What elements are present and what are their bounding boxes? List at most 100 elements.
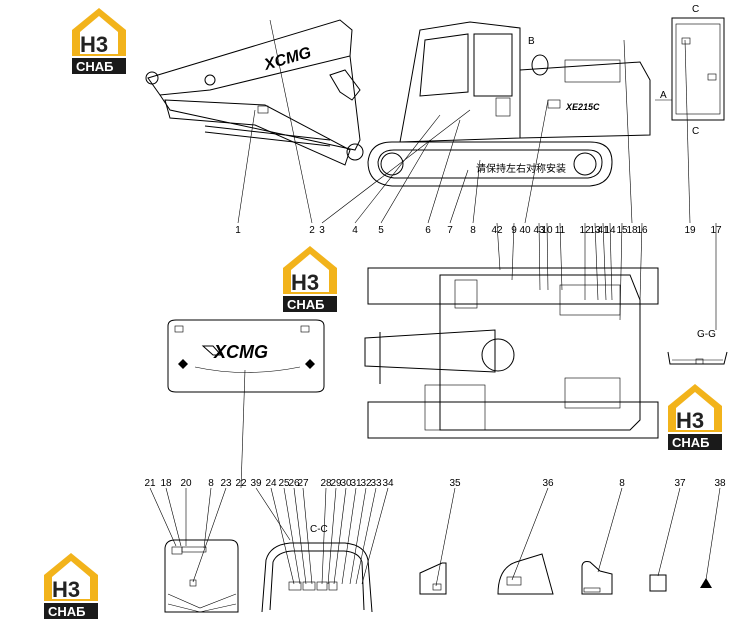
leader-line bbox=[355, 487, 377, 585]
leader-line bbox=[321, 109, 471, 224]
callout-label: 28 bbox=[320, 478, 332, 489]
callout-label: 31 bbox=[350, 478, 362, 489]
excavator-side-view: XCMG XE215C B 请保持左右对称安装 bbox=[145, 19, 651, 187]
gg-section: G-G bbox=[667, 329, 728, 365]
leader-line bbox=[149, 487, 177, 547]
callout-label: 19 bbox=[684, 225, 696, 236]
cc-section: C-C bbox=[261, 524, 373, 613]
svg-text:H3: H3 bbox=[291, 270, 319, 295]
svg-text:CHAБ: CHAБ bbox=[76, 59, 114, 74]
leader-line bbox=[240, 369, 246, 489]
svg-text:A: A bbox=[660, 90, 667, 101]
leader-line bbox=[472, 159, 481, 224]
callout-label: 37 bbox=[674, 478, 686, 489]
callout-label: 7 bbox=[447, 225, 453, 236]
leader-line bbox=[435, 487, 456, 587]
leader-line bbox=[327, 487, 337, 585]
callout-label: 23 bbox=[220, 478, 232, 489]
watermark-logo-center: H3 CHAБ bbox=[283, 246, 337, 312]
svg-text:XCMG: XCMG bbox=[213, 342, 268, 362]
watermark-logo-top-left: H3 CHAБ bbox=[72, 8, 126, 74]
leader-line bbox=[427, 119, 461, 224]
callout-label: 40 bbox=[519, 225, 531, 236]
callout-label: 34 bbox=[382, 478, 394, 489]
svg-text:G-G: G-G bbox=[697, 329, 716, 340]
callout-label: 25 bbox=[278, 478, 290, 489]
leader-line bbox=[602, 222, 607, 301]
door-panel bbox=[164, 539, 239, 613]
callout-label: 30 bbox=[340, 478, 352, 489]
callout-label: 5 bbox=[378, 225, 384, 236]
callout-label: 3 bbox=[319, 225, 325, 236]
callout-label: 8 bbox=[470, 225, 476, 236]
callout-label: 20 bbox=[180, 478, 192, 489]
svg-text:XE215C: XE215C bbox=[565, 102, 600, 112]
leader-line bbox=[192, 487, 227, 583]
callout-label: 21 bbox=[144, 478, 156, 489]
leader-line bbox=[657, 487, 681, 577]
leader-line bbox=[203, 487, 212, 549]
leader-line bbox=[269, 19, 313, 224]
leader-line bbox=[538, 222, 541, 291]
callout-label: 9 bbox=[511, 225, 517, 236]
leader-line bbox=[255, 487, 291, 541]
leader-line bbox=[705, 487, 721, 581]
leader-line bbox=[496, 222, 501, 271]
leader-line bbox=[333, 487, 347, 585]
callout-label: 1 bbox=[235, 225, 241, 236]
leader-line bbox=[361, 487, 389, 585]
svg-text:C: C bbox=[692, 4, 699, 15]
callout-label: 32 bbox=[360, 478, 372, 489]
svg-text:H3: H3 bbox=[80, 32, 108, 57]
callout-label: 15 bbox=[616, 225, 628, 236]
leader-line bbox=[594, 222, 599, 301]
callout-label: 8 bbox=[208, 478, 214, 489]
callout-label: 18 bbox=[626, 225, 638, 236]
leader-line bbox=[511, 222, 515, 281]
leader-line bbox=[349, 487, 367, 585]
callout-label: 27 bbox=[297, 478, 309, 489]
leader-line bbox=[354, 114, 441, 224]
leader-line bbox=[597, 487, 623, 573]
leader-line bbox=[623, 39, 633, 224]
svg-text:XCMG: XCMG bbox=[261, 44, 313, 74]
leader-line bbox=[380, 139, 431, 224]
watermark-logo-bottom-left: H3 CHAБ bbox=[44, 553, 98, 619]
counterweight-decal: XCMG bbox=[167, 319, 325, 393]
leader-line bbox=[302, 487, 313, 585]
leader-line bbox=[449, 169, 469, 224]
svg-text:CHAБ: CHAБ bbox=[48, 604, 86, 619]
callout-label: 35 bbox=[449, 478, 461, 489]
svg-text:C-C: C-C bbox=[310, 524, 328, 535]
leader-line bbox=[524, 99, 549, 224]
callout-label: 39 bbox=[250, 478, 262, 489]
svg-text:C: C bbox=[692, 126, 699, 137]
callout-label: 4 bbox=[352, 225, 358, 236]
leader-line bbox=[293, 487, 307, 585]
leader-line bbox=[639, 222, 643, 301]
callout-label: 24 bbox=[265, 478, 277, 489]
leader-line bbox=[511, 487, 549, 581]
leader-line bbox=[283, 487, 301, 585]
leader-line bbox=[341, 487, 357, 585]
callout-label: 29 bbox=[330, 478, 342, 489]
callout-label: 33 bbox=[370, 478, 382, 489]
callout-label: 16 bbox=[636, 225, 648, 236]
svg-text:CHAБ: CHAБ bbox=[672, 435, 710, 450]
leader-line bbox=[237, 109, 256, 224]
svg-text:CHAБ: CHAБ bbox=[287, 297, 325, 312]
leader-line bbox=[684, 39, 691, 224]
leader-line bbox=[165, 487, 182, 547]
small-parts-row bbox=[419, 553, 712, 595]
leader-line bbox=[546, 222, 549, 291]
callout-label: 26 bbox=[288, 478, 300, 489]
callout-label: 18 bbox=[160, 478, 172, 489]
watermark-logo-right: H3 CHAБ bbox=[668, 384, 722, 450]
leader-line bbox=[270, 487, 295, 585]
leader-line bbox=[559, 222, 563, 291]
callout-label: 38 bbox=[714, 478, 726, 489]
callout-label: 6 bbox=[425, 225, 431, 236]
